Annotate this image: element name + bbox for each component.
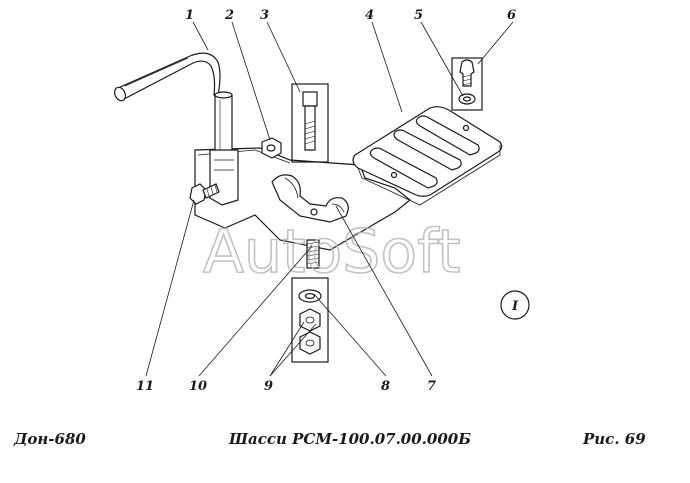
- bolt-part-3: [291, 83, 329, 163]
- callout-8: 8: [381, 379, 390, 394]
- watermark-text: AutoSoft: [203, 217, 461, 287]
- callout-4: 4: [365, 8, 374, 23]
- clamp-part-7: [271, 174, 349, 223]
- tube-part-1: [113, 52, 239, 206]
- washer-nuts-part-8-9: [291, 277, 329, 363]
- view-marker-label: I: [511, 299, 519, 314]
- view-marker: I: [500, 290, 530, 320]
- callout-3: 3: [260, 8, 269, 23]
- stud-part-10: [306, 239, 320, 269]
- callout-7: 7: [427, 379, 436, 394]
- nut-part-2: [261, 137, 282, 159]
- callout-11: 11: [136, 379, 154, 394]
- callout-1: 1: [185, 8, 194, 23]
- callout-6: 6: [507, 8, 516, 23]
- callout-9: 9: [264, 379, 273, 394]
- footer-model: Дон-680: [13, 430, 86, 448]
- footer-title: Шасси РСМ-100.07.00.000Б: [228, 430, 471, 448]
- screw-washer-part-5-6: [451, 57, 483, 111]
- step-plate-part-4: [352, 106, 503, 206]
- callout-5: 5: [414, 8, 423, 23]
- bolt-part-11: [189, 183, 220, 205]
- callout-2: 2: [224, 8, 234, 23]
- callout-10: 10: [189, 379, 207, 394]
- footer-figure: Рис. 69: [582, 430, 646, 448]
- leader-lines: [145, 21, 514, 377]
